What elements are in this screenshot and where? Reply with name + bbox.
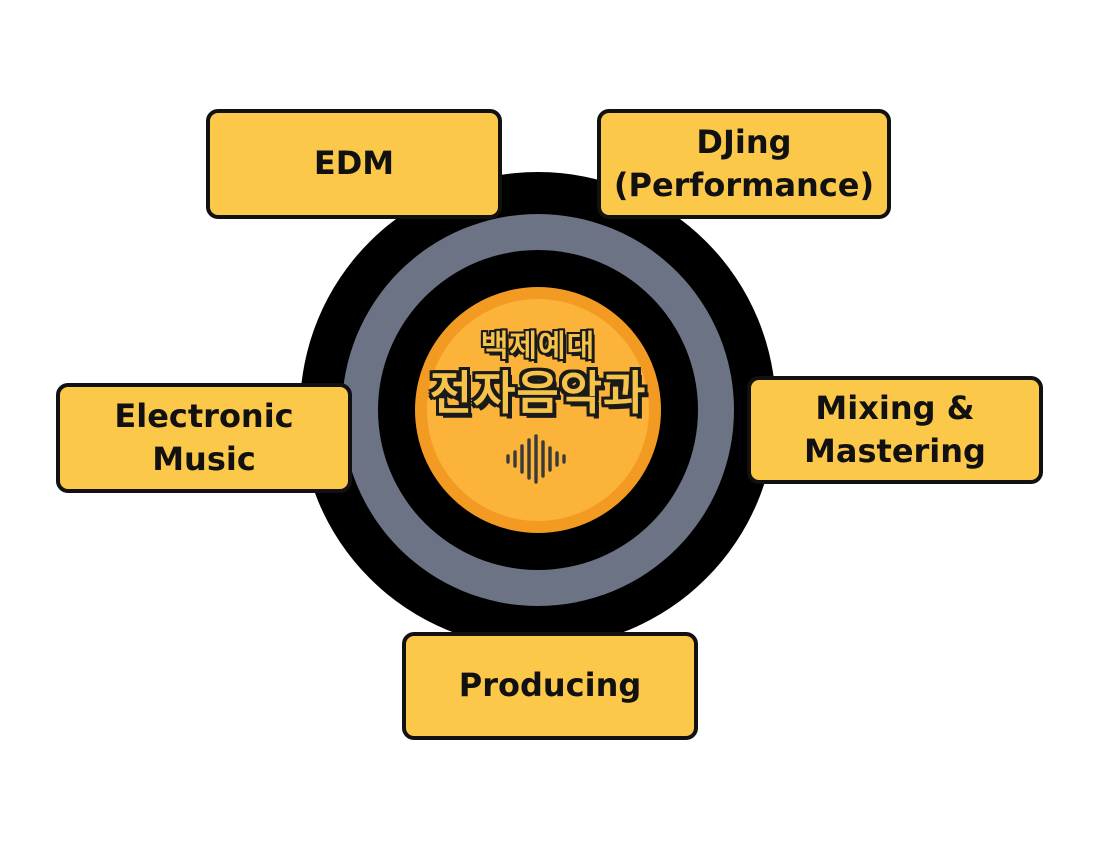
node-producing: Producing — [402, 632, 698, 740]
node-edm-label: EDM — [313, 144, 395, 183]
node-edm: EDM — [206, 109, 502, 219]
node-djing-label: DJing (Performance) — [613, 122, 875, 204]
node-producing-label: Producing — [458, 666, 642, 705]
node-mixing-mastering: Mixing & Mastering — [747, 376, 1043, 484]
node-mixing-mastering-label: Mixing & Mastering — [804, 388, 986, 470]
sound-wave-icon — [506, 434, 566, 484]
node-electronic-music: Electronic Music — [56, 383, 352, 493]
node-electronic-music-label: Electronic Music — [114, 396, 294, 478]
college-name: 백제예대 — [480, 329, 596, 365]
node-djing-performance: DJing (Performance) — [597, 109, 891, 219]
department-name: 전자음악과 — [429, 366, 647, 421]
record-center-label: 백제예대 전자음악과 — [427, 299, 649, 521]
